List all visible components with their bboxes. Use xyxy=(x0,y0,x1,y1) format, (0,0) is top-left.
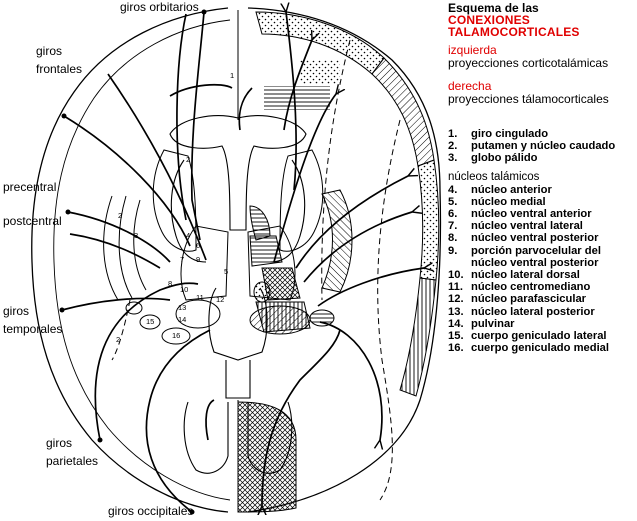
num-1: 1 xyxy=(230,71,234,80)
legend-item: 7.núcleo ventral lateral xyxy=(448,220,583,233)
label-giros-parietales-1: giros xyxy=(46,436,73,450)
ventricles xyxy=(169,115,307,474)
thalamus xyxy=(125,225,335,345)
legend-title-1: Esquema de las xyxy=(448,1,539,15)
label-dots xyxy=(59,9,207,515)
legend-item: 5.núcleo medial xyxy=(448,195,546,208)
num-14: 14 xyxy=(178,315,186,324)
legend-item: 12.núcleo parafascicular xyxy=(448,293,587,306)
num-15: 15 xyxy=(146,317,154,326)
num-2c: 2 xyxy=(116,335,120,344)
label-giros-temporales-1: giros xyxy=(3,304,30,318)
legend-item: 10.núcleo lateral dorsal xyxy=(448,269,580,282)
dashed-fibers xyxy=(111,39,401,501)
num-6: 6 xyxy=(196,241,200,250)
legend-item: 8.núcleo ventral posterior xyxy=(448,232,599,245)
label-giros-occipitales: giros occipitales xyxy=(108,504,194,518)
brain-outline xyxy=(31,7,442,513)
legend-title-2: CONEXIONES xyxy=(448,13,531,27)
num-8: 8 xyxy=(168,279,172,288)
legend-item: 1.giro cingulado xyxy=(448,128,549,140)
num-2b: 2 xyxy=(118,211,122,220)
legend-item: núcleo ventral posterior xyxy=(471,256,599,269)
label-giros-orbitarios: giros orbitarios xyxy=(120,0,199,14)
label-giros-frontales-2: frontales xyxy=(36,62,83,76)
num-12: 12 xyxy=(216,295,224,304)
label-postcentral: postcentral xyxy=(3,214,62,228)
legend-title-3: TALAMOCORTICALES xyxy=(448,25,580,39)
diagram-numbers: 1 2 2 2 3 4 5 6 7 8 9 10 11 12 13 14 15 … xyxy=(116,71,234,344)
legend-list-nuclei: 4.núcleo anterior 5.núcleo medial 6.núcl… xyxy=(448,184,637,367)
legend-item: 15.cuerpo geniculado lateral xyxy=(448,330,607,343)
legend-item: 11.núcleo centromediano xyxy=(448,281,591,294)
num-2: 2 xyxy=(186,155,190,164)
num-3: 3 xyxy=(134,231,138,240)
num-7: 7 xyxy=(180,255,184,264)
legend-item: 14.pulvinar xyxy=(448,317,515,330)
num-10: 10 xyxy=(180,285,188,294)
left-basal-ganglia xyxy=(103,149,197,301)
legend-right-desc: proyecciones tálamocorticales xyxy=(448,92,609,106)
num-13: 13 xyxy=(178,303,186,312)
num-16: 16 xyxy=(172,331,180,340)
legend-nuclei-heading: núcleos talámicos xyxy=(448,170,540,183)
label-giros-frontales-1: giros xyxy=(36,44,63,58)
legend-right-label: derecha xyxy=(448,79,492,93)
num-4: 4 xyxy=(186,231,190,240)
legend-item: 3.globo pálido xyxy=(448,152,538,165)
legend-item: 4.núcleo anterior xyxy=(448,183,552,196)
legend-left-desc: proyecciones corticotalámicas xyxy=(448,56,609,70)
legend-item: 9.porción parvocelular del xyxy=(448,244,601,257)
projection-fibers xyxy=(61,12,424,512)
legend-item: 2.putamen y núcleo caudado xyxy=(448,140,616,153)
legend-item: 6.núcleo ventral anterior xyxy=(448,208,592,221)
legend-item xyxy=(448,354,637,366)
legend-item: 13.núcleo lateral posterior xyxy=(448,305,595,318)
legend-left-label: izquierda xyxy=(448,43,497,57)
label-giros-parietales-2: parietales xyxy=(46,454,99,468)
label-precentral: precentral xyxy=(3,180,57,194)
num-9: 9 xyxy=(196,255,200,264)
legend-panel: Esquema de las CONEXIONES TALAMOCORTICAL… xyxy=(448,0,637,367)
legend-list-structures: 1.giro cingulado 2.putamen y núcleo caud… xyxy=(448,128,637,165)
num-5: 5 xyxy=(224,267,228,276)
legend-item: 16.cuerpo geniculado medial xyxy=(448,342,610,355)
label-giros-temporales-2: temporales xyxy=(3,322,63,336)
num-11: 11 xyxy=(196,293,204,302)
